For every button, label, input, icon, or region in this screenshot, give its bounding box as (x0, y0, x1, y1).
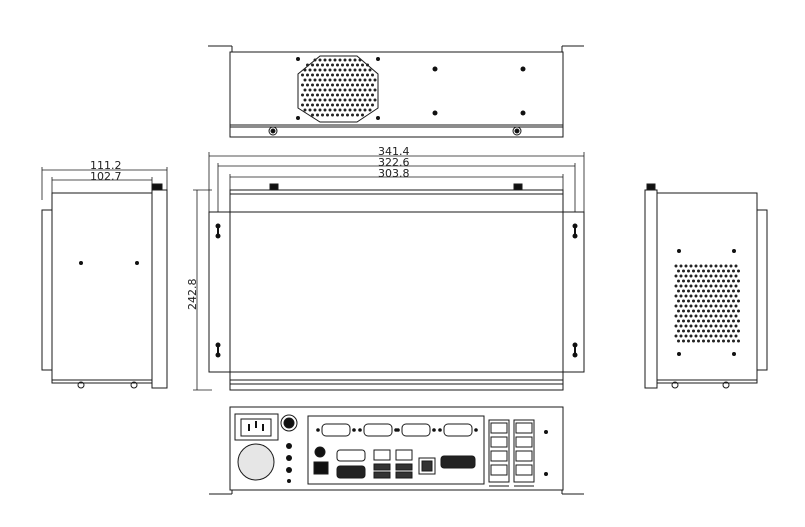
side-vent-holes (674, 264, 740, 343)
dim-width-outer: 341.4 (378, 145, 410, 158)
power-inlet (234, 413, 279, 441)
com-ports (321, 423, 473, 437)
fan-holes (301, 58, 377, 117)
dim-side-inner: 102.7 (90, 170, 122, 183)
dim-width-inner: 303.8 (378, 167, 410, 180)
front-view (208, 183, 585, 391)
rear-io-view (209, 406, 584, 495)
dim-width-mid: 322.6 (378, 156, 410, 169)
top-view (208, 45, 584, 138)
dim-side-outer: 111.2 (90, 159, 122, 172)
dimension-labels: 341.4 322.6 303.8 111.2 102.7 242.8 (90, 145, 410, 310)
dim-height: 242.8 (186, 279, 199, 311)
dimension-lines (41, 152, 585, 391)
fan-grill (297, 55, 379, 123)
right-side-view (644, 183, 768, 389)
top-screws (296, 57, 526, 120)
io-panel (307, 415, 485, 485)
left-side-view (41, 183, 168, 389)
keyhole-slots (215, 223, 578, 358)
expansion-slots (488, 419, 535, 487)
